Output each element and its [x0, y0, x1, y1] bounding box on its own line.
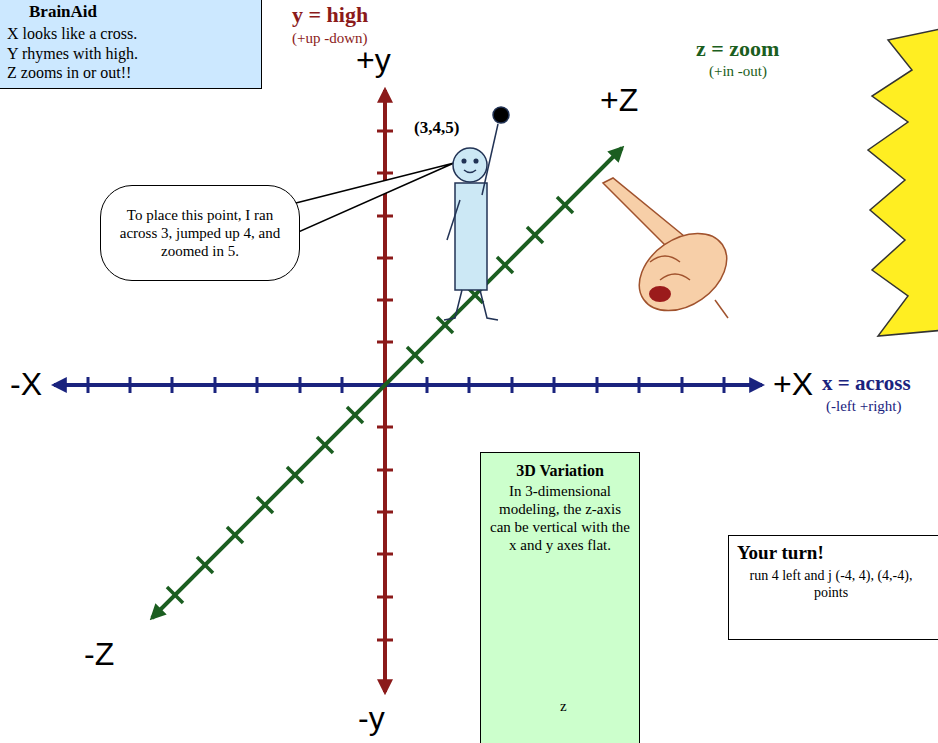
exercise-text: run 4 left and j (-4, 4), (4,-4), points [737, 568, 925, 602]
axis-label: +Z [600, 82, 638, 119]
note-text: In 3-dimensional modeling, the z-axis ca… [487, 482, 633, 554]
axis-name: x = across [822, 371, 911, 395]
axis-direction: (-left +right) [826, 398, 902, 415]
starburst [868, 28, 938, 336]
axis-label: -X [10, 366, 42, 403]
exercise-box: Your turn! run 4 left and j (-4, 4), (4,-… [728, 535, 938, 640]
brainaid-box: BrainAid X looks like a cross.Y rhymes wi… [0, 0, 262, 89]
speech-text: To place this point, I ran across 3, jum… [115, 206, 285, 260]
speech-bubble: To place this point, I ran across 3, jum… [100, 185, 300, 281]
memory-tip: Z zooms in or out!! [7, 63, 253, 82]
pointing-hand [603, 178, 741, 327]
axis-label: +X [773, 366, 813, 403]
axis-label: -Z [84, 636, 114, 673]
axis-label: -y [358, 700, 385, 737]
axis-label: +y [356, 42, 391, 79]
memory-tip: X looks like a cross. [7, 24, 253, 43]
axis-direction: (+in -out) [709, 63, 767, 80]
axis-name: z = zoom [696, 36, 779, 61]
point-label: (3,4,5) [414, 118, 459, 138]
bubble-tail [288, 163, 454, 234]
stick-figure [444, 107, 509, 320]
x-axis-ticks [88, 377, 724, 393]
axis-label: z [560, 698, 567, 715]
x-axis [54, 383, 762, 387]
axis-name: y = high [292, 2, 368, 27]
box-heading: Your turn! [737, 542, 925, 565]
box-heading: BrainAid [29, 2, 253, 22]
box-heading: 3D Variation [487, 461, 633, 480]
memory-tip: Y rhymes with high. [7, 44, 253, 63]
